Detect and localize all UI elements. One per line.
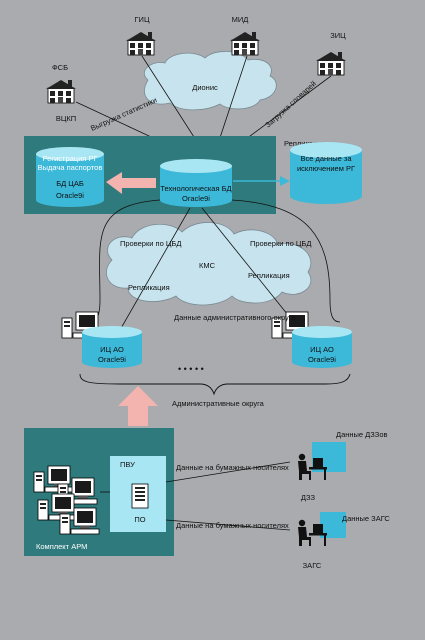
fsb-label: ФСБ [52, 63, 68, 72]
upload-stats-label: Выгрузка статистики [89, 95, 158, 132]
zags-data-label: Данные ЗАГС [342, 514, 390, 523]
more-districts-dots: • • • • • [178, 364, 204, 374]
districts-brace [79, 373, 351, 396]
replication-left-label: Репликация [128, 283, 170, 292]
central-db-engine: Oracle9i [56, 191, 84, 200]
replication-top-label: Репликация [284, 139, 326, 148]
po-label: ПО [134, 515, 145, 524]
ic-ao-right-name: ИЦ АО [310, 345, 334, 354]
mid-building-icon [229, 31, 261, 56]
zic-label: ЗИЦ [330, 31, 346, 40]
central-db-line1: Регистрация РГ [43, 154, 98, 163]
replication-arrow-left [106, 172, 156, 194]
arrowhead-right-icon [280, 176, 290, 186]
central-db-name: БД ЦАБ [56, 179, 84, 188]
check-left-label: Проверки по ЦБД [120, 239, 181, 248]
paper-link-dzz [165, 461, 291, 483]
paper-data-2: Данные на бумажных носителях [176, 521, 289, 530]
tech-db-engine: Oracle9i [182, 194, 210, 203]
kms-cloud [106, 222, 312, 306]
server-icon [131, 483, 149, 509]
tech-db-name: Технологическая БД [160, 184, 231, 193]
mid-label: МИД [232, 15, 249, 24]
pvu-label: ПВУ [120, 460, 135, 469]
paper-link-zags [165, 519, 291, 531]
gic-building-icon [125, 31, 157, 56]
zic-building-icon [315, 51, 347, 76]
ic-ao-left-engine: Oracle9i [98, 355, 126, 364]
all-data-line1: Все данные за [300, 154, 352, 163]
check-right-label: Проверки по ЦБД [250, 239, 311, 248]
central-db-line2: Выдача паспортов [38, 163, 103, 172]
admin-data-label: Данные административного округа [174, 313, 296, 322]
zags-label: ЗАГС [303, 561, 322, 570]
dzz-data-label: Данные ДЗЗов [336, 430, 387, 439]
fsb-building-icon [45, 79, 77, 104]
all-data-db-cylinder [290, 142, 362, 204]
gic-label: ГИЦ [135, 15, 150, 24]
ic-ao-right-cylinder [292, 326, 352, 368]
dionis-label: Дионис [192, 83, 218, 92]
upload-arrow-up [118, 386, 158, 426]
paper-data-1: Данные на бумажных носителях [176, 463, 289, 472]
all-data-line2: исключением РГ [297, 164, 355, 173]
ic-ao-left-name: ИЦ АО [100, 345, 124, 354]
dzz-label: ДЗЗ [301, 493, 316, 502]
ic-ao-right-engine: Oracle9i [308, 355, 336, 364]
vckp-label: ВЦКП [56, 114, 76, 123]
arm-label: Комплект АРМ [36, 542, 87, 551]
admin-districts-label: Административные округа [172, 399, 265, 408]
kms-label: КМС [199, 261, 216, 270]
dionis-cloud [143, 51, 277, 111]
central-db-cylinder [36, 147, 104, 207]
ic-ao-left-cylinder [82, 326, 142, 368]
tech-db-cylinder [160, 159, 232, 207]
replication-right-label: Репликация [248, 271, 290, 280]
